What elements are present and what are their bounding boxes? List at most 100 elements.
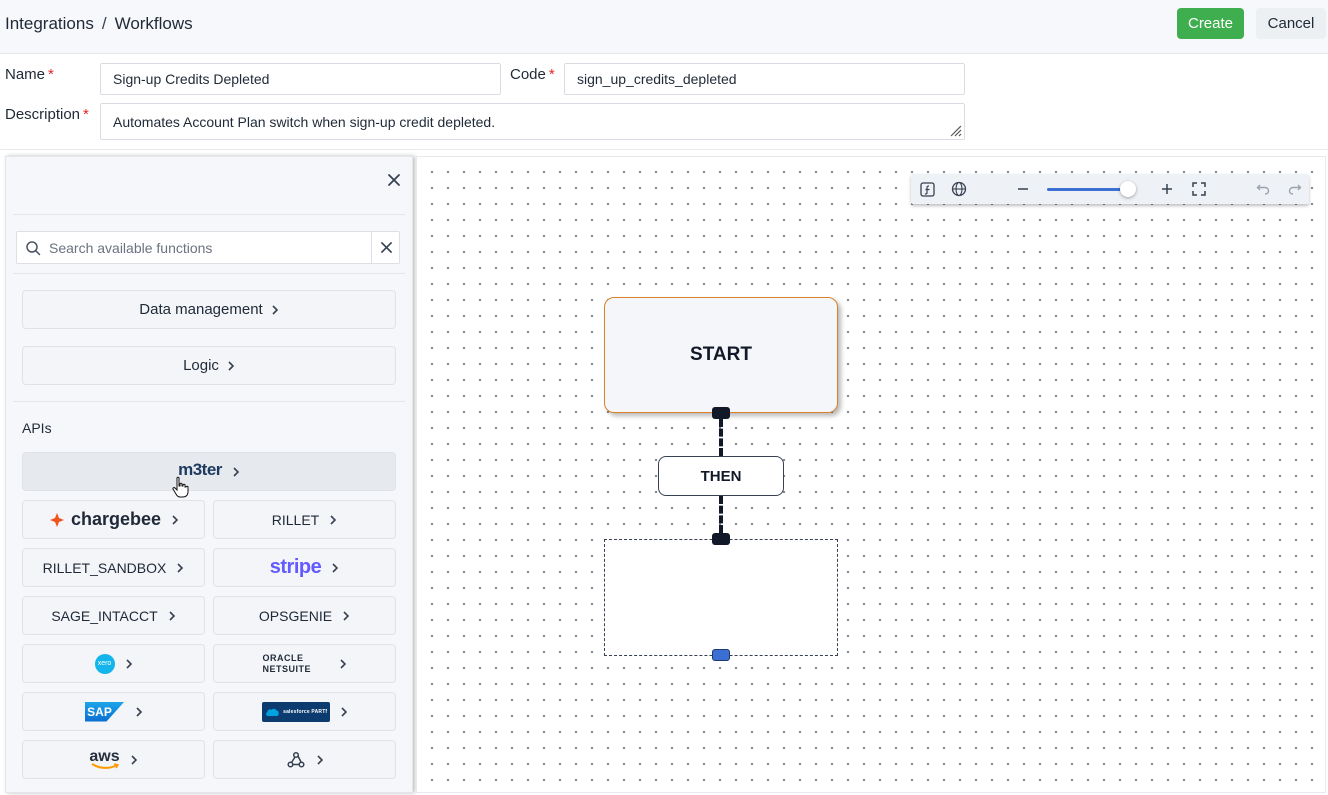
webhook-icon bbox=[286, 751, 305, 768]
api-salesforce[interactable]: salesforce PARTNER bbox=[213, 692, 396, 731]
chargebee-logo: chargebee bbox=[48, 509, 161, 530]
search-box bbox=[16, 231, 400, 264]
code-field[interactable]: sign_up_credits_depleted bbox=[564, 63, 965, 95]
divider bbox=[13, 214, 405, 215]
api-oracle-netsuite[interactable]: ORACLE NETSUITE bbox=[213, 644, 396, 683]
aws-smile-icon bbox=[90, 762, 119, 769]
description-field[interactable]: Automates Account Plan switch when sign-… bbox=[100, 103, 965, 140]
resize-handle-icon[interactable] bbox=[948, 123, 962, 137]
api-stripe[interactable]: stripe bbox=[213, 548, 396, 587]
category-label: Data management bbox=[139, 301, 263, 318]
start-output-port[interactable] bbox=[712, 407, 730, 419]
search-icon bbox=[26, 241, 41, 256]
m3ter-logo-text: m3ter bbox=[178, 459, 222, 479]
chevron-right-icon bbox=[232, 466, 240, 478]
function-icon[interactable] bbox=[917, 179, 937, 199]
name-field-value: Sign-up Credits Depleted bbox=[113, 71, 270, 87]
api-webhook[interactable] bbox=[213, 740, 396, 779]
divider bbox=[13, 273, 405, 274]
api-label: SAGE_INTACCT bbox=[51, 607, 158, 624]
hand-cursor-icon bbox=[172, 476, 189, 498]
description-label-text: Description bbox=[5, 106, 81, 123]
chevron-right-icon bbox=[171, 514, 179, 526]
chargebee-logo-text: chargebee bbox=[70, 509, 162, 529]
fullscreen-icon[interactable] bbox=[1189, 179, 1209, 199]
api-aws[interactable]: aws bbox=[22, 740, 205, 779]
api-rillet-sandbox[interactable]: RILLET_SANDBOX bbox=[22, 548, 205, 587]
empty-drop-node[interactable] bbox=[604, 539, 838, 656]
required-mark: * bbox=[83, 106, 89, 123]
aws-logo: aws bbox=[89, 748, 120, 770]
search-input[interactable] bbox=[49, 238, 359, 258]
m3ter-logo: m3ter bbox=[178, 460, 222, 480]
cancel-button[interactable]: Cancel bbox=[1256, 8, 1326, 39]
chevron-right-icon bbox=[168, 610, 176, 622]
workflow-form: Name* Sign-up Credits Depleted Code* sig… bbox=[0, 54, 1328, 150]
required-mark: * bbox=[48, 66, 54, 83]
category-label: Logic bbox=[183, 357, 219, 374]
canvas-toolbar bbox=[911, 174, 1309, 204]
description-field-value: Automates Account Plan switch when sign-… bbox=[113, 113, 496, 130]
salesforce-partner-logo: salesforce PARTNER bbox=[261, 701, 330, 722]
zoom-slider-track[interactable] bbox=[1047, 188, 1129, 191]
description-label: Description* bbox=[5, 106, 89, 123]
top-bar: Integrations / Workflows Create Cancel bbox=[0, 0, 1328, 54]
chevron-right-icon bbox=[316, 754, 324, 766]
category-data-management[interactable]: Data management bbox=[22, 290, 396, 329]
code-label: Code* bbox=[510, 66, 555, 83]
api-xero[interactable]: xero bbox=[22, 644, 205, 683]
divider bbox=[13, 401, 405, 402]
close-icon bbox=[381, 242, 392, 253]
api-label: RILLET_SANDBOX bbox=[42, 559, 167, 576]
sap-logo: SAP bbox=[84, 701, 125, 722]
chevron-right-icon bbox=[135, 706, 143, 718]
api-label: RILLET bbox=[271, 511, 320, 528]
start-node[interactable]: START bbox=[604, 297, 838, 413]
chevron-right-icon bbox=[331, 562, 339, 574]
name-label: Name* bbox=[5, 66, 54, 83]
required-mark: * bbox=[548, 66, 555, 83]
chevron-right-icon bbox=[130, 754, 138, 766]
api-chargebee[interactable]: chargebee bbox=[22, 500, 205, 539]
create-button[interactable]: Create bbox=[1177, 8, 1244, 39]
chargebee-icon bbox=[49, 512, 64, 527]
chevron-right-icon bbox=[125, 658, 133, 670]
close-icon[interactable] bbox=[384, 171, 404, 192]
clear-search-button[interactable] bbox=[371, 232, 401, 263]
zoom-in-icon[interactable] bbox=[1157, 179, 1177, 199]
api-opsgenie[interactable]: OPSGENIE bbox=[213, 596, 396, 635]
chevron-right-icon bbox=[339, 658, 347, 670]
breadcrumb-separator: / bbox=[101, 14, 107, 33]
oracle-netsuite-logo: ORACLE NETSUITE bbox=[262, 652, 312, 674]
connector-line bbox=[719, 496, 723, 533]
globe-icon[interactable] bbox=[949, 179, 969, 199]
empty-node-input-port[interactable] bbox=[712, 533, 730, 545]
chevron-right-icon bbox=[271, 304, 279, 316]
api-m3ter[interactable]: m3ter bbox=[22, 452, 396, 498]
chevron-right-icon bbox=[176, 562, 184, 574]
empty-node-output-port[interactable] bbox=[712, 649, 730, 661]
sap-logo-text: SAP bbox=[87, 704, 112, 719]
breadcrumb: Integrations / Workflows bbox=[5, 14, 193, 34]
api-rillet[interactable]: RILLET bbox=[213, 500, 396, 539]
api-sage-intacct[interactable]: SAGE_INTACCT bbox=[22, 596, 205, 635]
apis-section-label: APIs bbox=[22, 420, 52, 436]
xero-logo: xero bbox=[94, 653, 115, 674]
connector-line bbox=[719, 419, 723, 456]
salesforce-logo-text: salesforce PARTNER bbox=[283, 708, 326, 715]
zoom-out-icon[interactable] bbox=[1013, 179, 1033, 199]
functions-panel: Data management Logic APIs m3ter chargeb… bbox=[5, 156, 413, 793]
breadcrumb-integrations[interactable]: Integrations bbox=[5, 14, 94, 33]
chevron-right-icon bbox=[342, 610, 350, 622]
zoom-slider-knob[interactable] bbox=[1120, 181, 1136, 197]
workflow-canvas[interactable]: START THEN bbox=[416, 156, 1326, 793]
category-logic[interactable]: Logic bbox=[22, 346, 396, 385]
chevron-right-icon bbox=[329, 514, 337, 526]
undo-icon[interactable] bbox=[1253, 179, 1273, 199]
redo-icon[interactable] bbox=[1285, 179, 1305, 199]
xero-logo-text: xero bbox=[97, 660, 112, 667]
api-sap[interactable]: SAP bbox=[22, 692, 205, 731]
then-node[interactable]: THEN bbox=[658, 456, 784, 496]
chevron-right-icon bbox=[340, 706, 348, 718]
name-field[interactable]: Sign-up Credits Depleted bbox=[100, 63, 501, 95]
